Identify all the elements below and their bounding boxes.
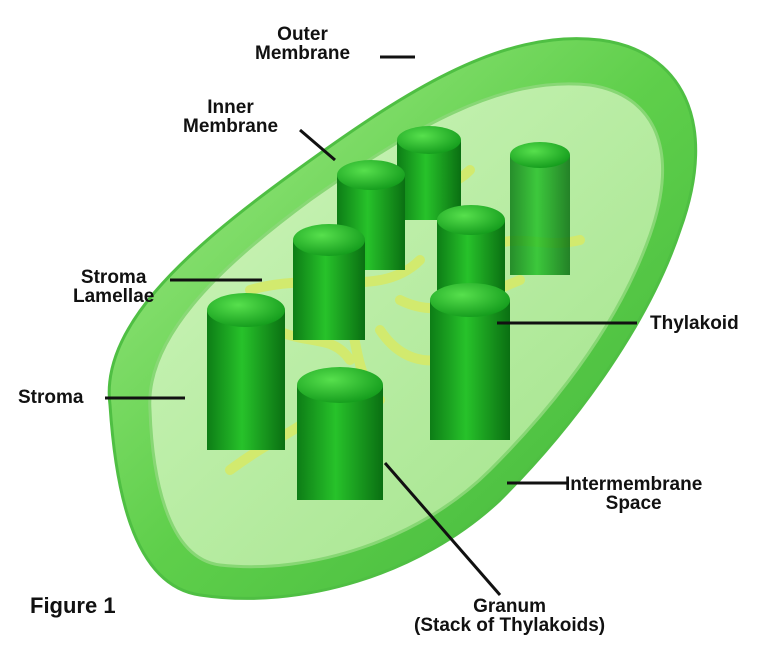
label-intermembrane-space: Intermembrane Space	[565, 475, 702, 513]
label-lamellae-line1: Stroma	[73, 268, 154, 287]
granum-stack	[430, 283, 510, 440]
label-stroma: Stroma	[18, 388, 83, 407]
label-granum-line2: (Stack of Thylakoids)	[414, 616, 605, 635]
label-lamellae-line2: Lamellae	[73, 287, 154, 306]
label-outer-membrane: Outer Membrane	[255, 25, 350, 63]
label-granum: Granum (Stack of Thylakoids)	[414, 597, 605, 635]
label-intermembrane-line2: Space	[565, 494, 702, 513]
label-granum-line1: Granum	[414, 597, 605, 616]
label-inner-membrane: Inner Membrane	[183, 98, 278, 136]
granum-stack	[297, 367, 383, 500]
label-inner-line1: Inner	[183, 98, 278, 117]
granum-stack	[510, 142, 570, 275]
label-outer-line1: Outer	[255, 25, 350, 44]
granum-stack	[397, 126, 461, 220]
figure-label: Figure 1	[30, 596, 116, 615]
label-stroma-text: Stroma	[18, 388, 83, 407]
label-outer-line2: Membrane	[255, 44, 350, 63]
label-stroma-lamellae: Stroma Lamellae	[73, 268, 154, 306]
label-thylakoid-text: Thylakoid	[650, 314, 739, 333]
label-intermembrane-line1: Intermembrane	[565, 475, 702, 494]
granum-stack	[293, 224, 365, 340]
label-thylakoid: Thylakoid	[650, 314, 739, 333]
granum-stack	[207, 293, 285, 450]
label-inner-line2: Membrane	[183, 117, 278, 136]
